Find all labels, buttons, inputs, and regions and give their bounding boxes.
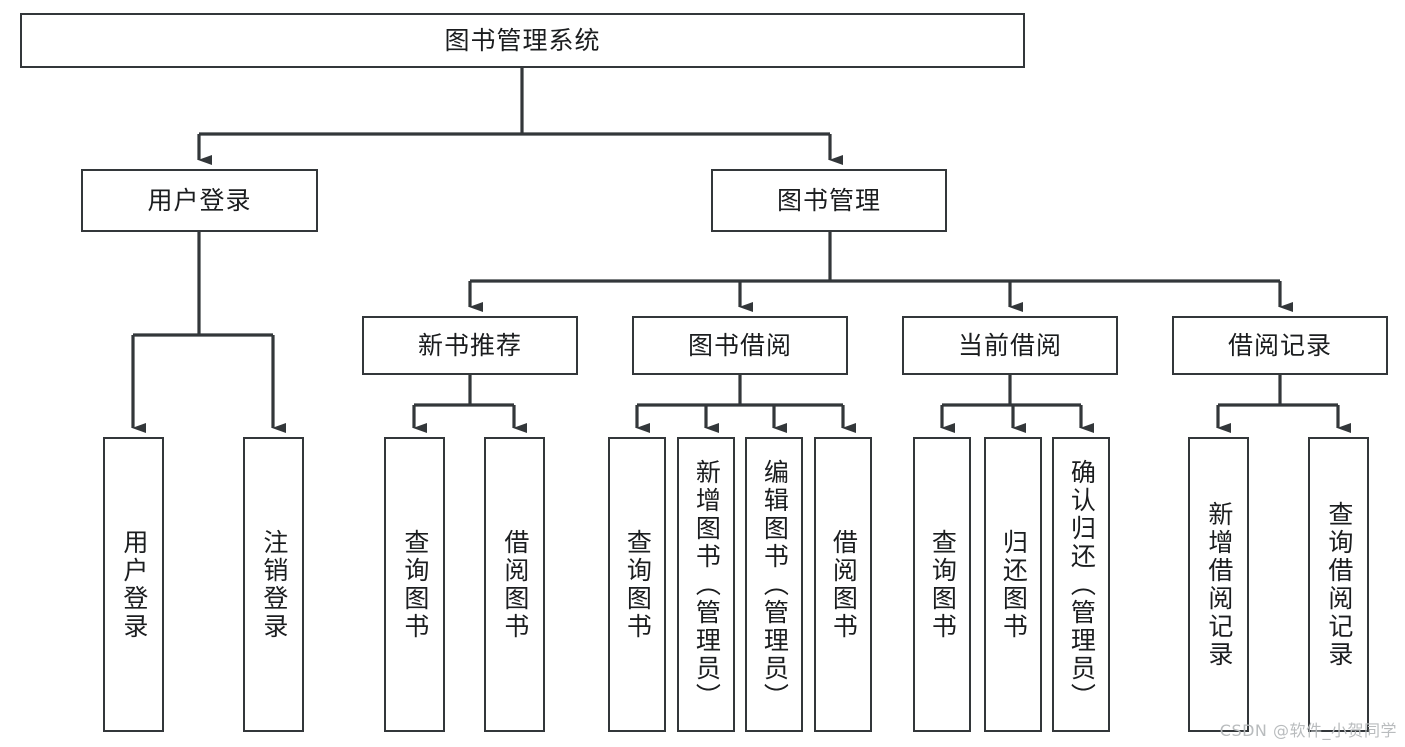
leaf-nbr-query-book-label: 查询图书 xyxy=(400,528,430,641)
leaf-bb-add-book-label: 新增图书（管理员） xyxy=(692,458,722,711)
leaf-cb-query-book-label: 查询图书 xyxy=(928,528,958,641)
leaf-cb-return-book-label: 归还图书 xyxy=(999,528,1029,641)
leaf-cb-query-book[interactable]: 查询图书 xyxy=(913,437,971,732)
leaf-user-login[interactable]: 用户登录 xyxy=(103,437,164,732)
leaf-br-query-record[interactable]: 查询借阅记录 xyxy=(1308,437,1369,732)
leaf-br-add-record-label: 新增借阅记录 xyxy=(1204,500,1234,669)
node-user-login-label: 用户登录 xyxy=(147,185,252,215)
node-new-book-recommend[interactable]: 新书推荐 xyxy=(362,316,578,375)
leaf-bb-edit-book-label: 编辑图书（管理员） xyxy=(760,458,790,711)
node-root-label: 图书管理系统 xyxy=(444,25,601,55)
node-user-login[interactable]: 用户登录 xyxy=(81,169,318,232)
node-new-book-recommend-label: 新书推荐 xyxy=(417,330,522,360)
leaf-nbr-borrow-book-label: 借阅图书 xyxy=(500,528,530,641)
leaf-bb-query-book[interactable]: 查询图书 xyxy=(608,437,666,732)
leaf-bb-query-book-label: 查询图书 xyxy=(623,528,653,641)
leaf-bb-borrow-book[interactable]: 借阅图书 xyxy=(814,437,872,732)
node-current-borrow-label: 当前借阅 xyxy=(957,330,1062,360)
leaf-user-logout[interactable]: 注销登录 xyxy=(243,437,304,732)
leaf-nbr-query-book[interactable]: 查询图书 xyxy=(384,437,445,732)
leaf-cb-confirm-return-label: 确认归还（管理员） xyxy=(1067,458,1097,711)
leaf-bb-edit-book[interactable]: 编辑图书（管理员） xyxy=(745,437,803,732)
leaf-user-login-label: 用户登录 xyxy=(119,528,149,641)
node-book-management-label: 图书管理 xyxy=(776,185,881,215)
node-borrow-record-label: 借阅记录 xyxy=(1227,330,1332,360)
node-book-management[interactable]: 图书管理 xyxy=(711,169,947,232)
leaf-nbr-borrow-book[interactable]: 借阅图书 xyxy=(484,437,545,732)
leaf-bb-borrow-book-label: 借阅图书 xyxy=(829,528,859,641)
leaf-bb-add-book[interactable]: 新增图书（管理员） xyxy=(677,437,735,732)
leaf-cb-return-book[interactable]: 归还图书 xyxy=(984,437,1042,732)
watermark: CSDN @软件_小贺同学 xyxy=(1219,721,1397,740)
node-borrow-record[interactable]: 借阅记录 xyxy=(1172,316,1388,375)
node-book-borrow[interactable]: 图书借阅 xyxy=(632,316,848,375)
leaf-cb-confirm-return[interactable]: 确认归还（管理员） xyxy=(1052,437,1110,732)
leaf-user-logout-label: 注销登录 xyxy=(259,528,289,641)
leaf-br-add-record[interactable]: 新增借阅记录 xyxy=(1188,437,1249,732)
node-current-borrow[interactable]: 当前借阅 xyxy=(902,316,1118,375)
node-book-borrow-label: 图书借阅 xyxy=(687,330,792,360)
node-root[interactable]: 图书管理系统 xyxy=(20,13,1025,68)
leaf-br-query-record-label: 查询借阅记录 xyxy=(1324,500,1354,669)
